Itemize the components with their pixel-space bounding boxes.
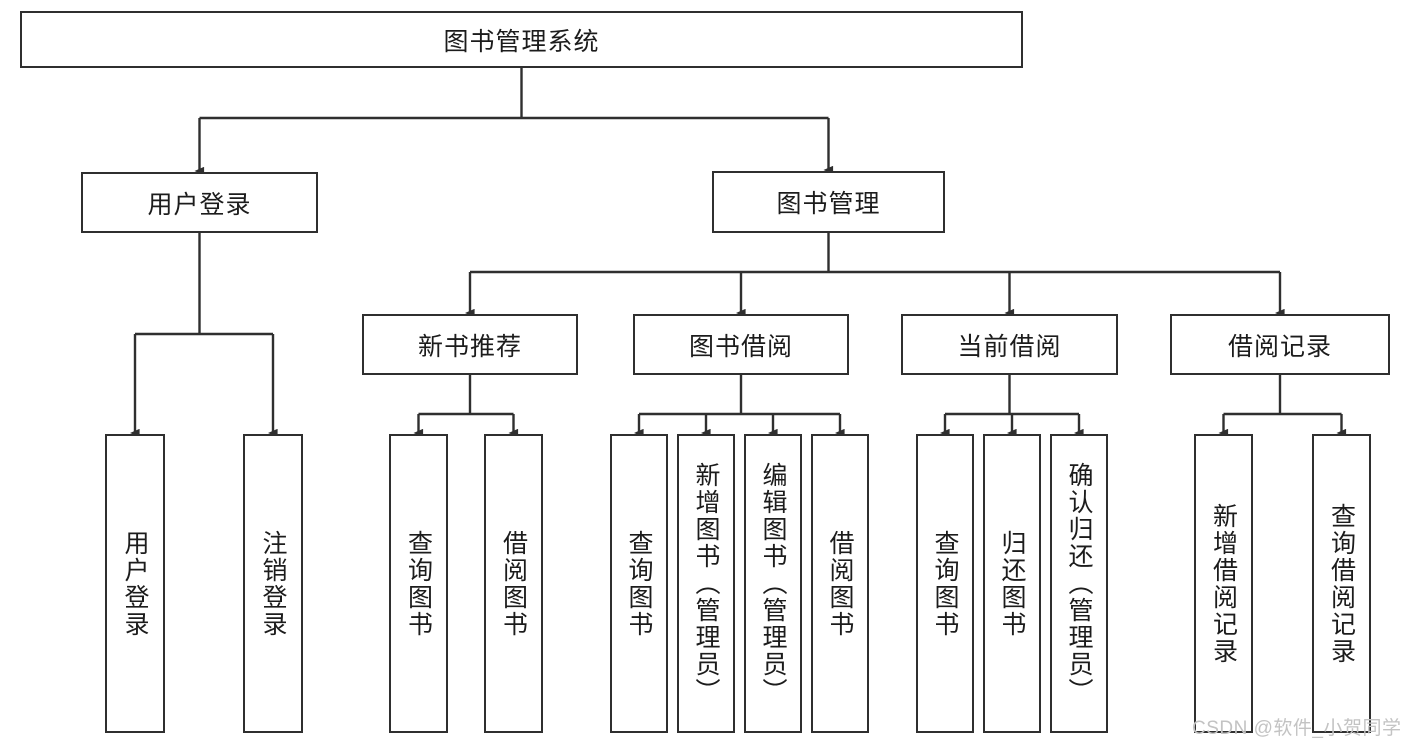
node-root[interactable]: 图书管理系统 [20,11,1023,68]
node-leaf-confirm-return[interactable]: 确认归还（管理员） [1050,434,1108,733]
node-leaf-query-record[interactable]: 查询借阅记录 [1312,434,1371,733]
node-current-borrow[interactable]: 当前借阅 [901,314,1118,375]
node-label: 新增借阅记录 [1209,502,1238,665]
node-book-manage[interactable]: 图书管理 [712,171,945,233]
node-label: 用户登录 [147,190,252,219]
node-new-book-rec[interactable]: 新书推荐 [362,314,578,375]
node-label: 图书管理 [776,190,881,218]
node-label: 查询借阅记录 [1327,502,1356,665]
node-label: 归还图书 [998,529,1026,638]
node-leaf-borrow-book-2[interactable]: 借阅图书 [811,434,869,733]
watermark-text: CSDN @软件_小贺同学 [1192,718,1402,739]
node-leaf-user-login[interactable]: 用户登录 [105,434,165,733]
node-borrow-record[interactable]: 借阅记录 [1170,314,1390,375]
node-label: 当前借阅 [957,332,1062,361]
node-label: 用户登录 [121,529,149,638]
node-label: 编辑图书（管理员） [759,462,787,705]
node-leaf-add-book[interactable]: 新增图书（管理员） [677,434,735,733]
node-leaf-logout[interactable]: 注销登录 [243,434,303,733]
node-label: 新书推荐 [417,332,522,361]
node-label: 借阅记录 [1227,332,1332,361]
node-label: 查询图书 [625,529,653,638]
node-leaf-return-book[interactable]: 归还图书 [983,434,1041,733]
node-label: 注销登录 [259,529,287,638]
node-label: 查询图书 [404,529,433,638]
node-label: 借阅图书 [499,529,528,638]
node-label: 借阅图书 [826,529,854,638]
node-leaf-query-book-3[interactable]: 查询图书 [916,434,974,733]
node-user-login[interactable]: 用户登录 [81,172,318,233]
node-label: 图书借阅 [688,332,793,361]
node-label: 查询图书 [931,529,959,638]
node-leaf-query-book-1[interactable]: 查询图书 [389,434,448,733]
node-leaf-query-book-2[interactable]: 查询图书 [610,434,668,733]
node-label: 确认归还（管理员） [1065,462,1093,705]
node-leaf-edit-book[interactable]: 编辑图书（管理员） [744,434,802,733]
node-book-borrow[interactable]: 图书借阅 [633,314,849,375]
node-label: 新增图书（管理员） [692,462,720,705]
node-label: 图书管理系统 [443,27,600,56]
node-leaf-borrow-book-1[interactable]: 借阅图书 [484,434,543,733]
node-leaf-add-record[interactable]: 新增借阅记录 [1194,434,1253,733]
